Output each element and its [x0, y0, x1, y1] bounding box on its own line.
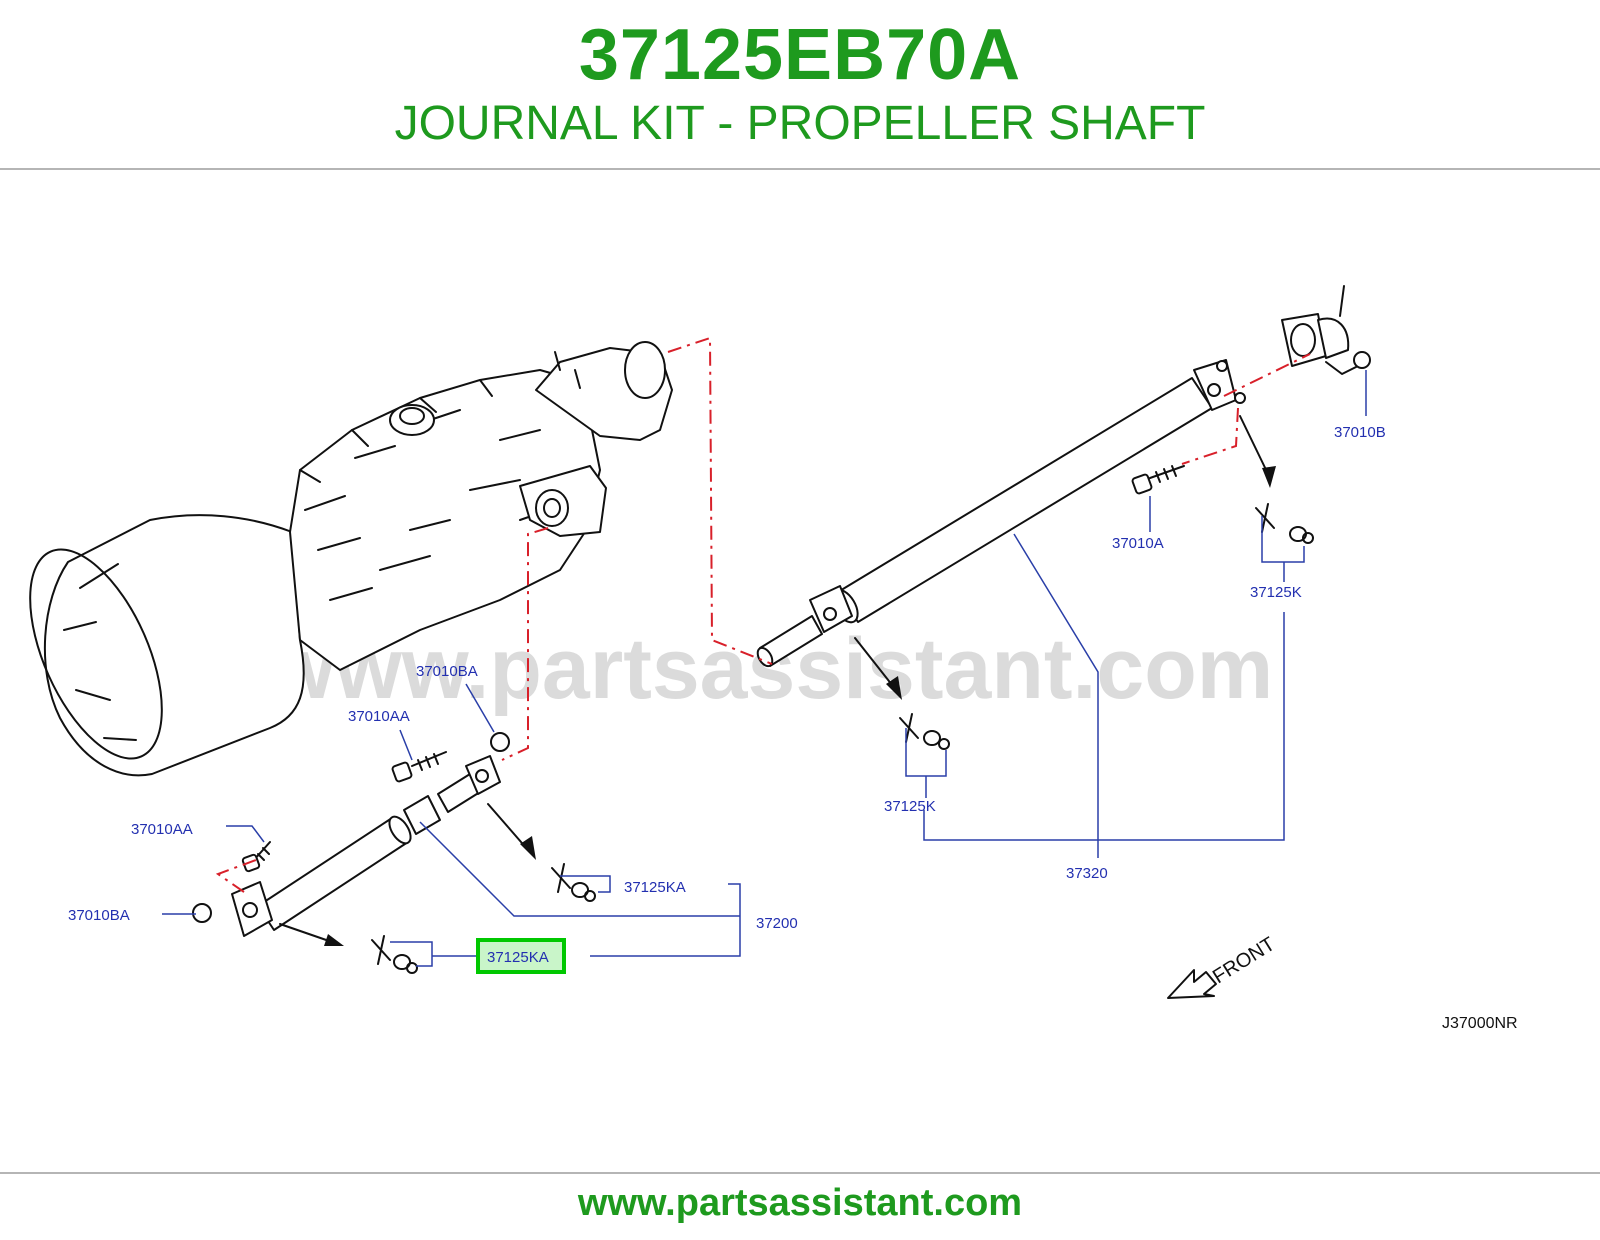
rear-propeller-shaft	[756, 359, 1246, 668]
part-description-title: JOURNAL KIT - PROPELLER SHAFT	[394, 97, 1206, 150]
transmission-illustration	[29, 341, 673, 777]
callout-37125K-right[interactable]: 37125K	[1250, 584, 1302, 601]
front-label: FRONT	[1209, 933, 1279, 988]
nut-37010BA-upper	[490, 732, 510, 752]
callout-37200[interactable]: 37200	[756, 915, 798, 932]
journal-kit-37125KA-upper	[551, 863, 596, 902]
callout-37010BA-upper[interactable]: 37010BA	[416, 663, 478, 680]
callout-37010B[interactable]: 37010B	[1334, 424, 1386, 441]
front-propeller-shaft	[231, 755, 501, 937]
diagram-code: J37000NR	[1442, 1015, 1518, 1032]
callout-37125KA-upper[interactable]: 37125KA	[624, 879, 686, 896]
parts-diagram: www.partsassistant.com	[29, 285, 1518, 1032]
journal-kit-37125K-right	[1255, 503, 1314, 544]
footer-divider	[0, 1172, 1600, 1174]
part-number-title: 37125EB70A	[578, 15, 1022, 95]
callout-37010BA-lower[interactable]: 37010BA	[68, 907, 130, 924]
callout-37010AA-lower[interactable]: 37010AA	[131, 821, 193, 838]
callout-37125KA-highlighted[interactable]: 37125KA	[487, 949, 549, 966]
front-direction-indicator: FRONT	[1167, 933, 1279, 999]
journal-kit-37125KA-lower	[371, 935, 418, 974]
rear-differential-flange	[1281, 285, 1371, 375]
footer-url[interactable]: www.partsassistant.com	[577, 1182, 1023, 1224]
bolt-37010AA-upper	[391, 751, 447, 783]
callout-37010A[interactable]: 37010A	[1112, 535, 1164, 552]
callout-37010AA-upper[interactable]: 37010AA	[348, 708, 410, 725]
page-header: 37125EB70A JOURNAL KIT - PROPELLER SHAFT	[0, 0, 1600, 170]
callout-37320[interactable]: 37320	[1066, 865, 1108, 882]
bolt-37010A	[1131, 465, 1185, 495]
leader-lines	[162, 370, 1367, 967]
watermark-text: www.partsassistant.com	[267, 621, 1273, 717]
header-divider	[0, 168, 1600, 170]
highlighted-part-box	[476, 938, 566, 974]
pointer-arrows	[279, 415, 1276, 946]
assembly-centerlines	[215, 336, 1311, 893]
callout-37125K-mid[interactable]: 37125K	[884, 798, 936, 815]
journal-kit-37125K-mid	[899, 713, 950, 750]
nut-37010BA-lower	[192, 903, 212, 923]
bolt-37010AA-lower	[241, 841, 271, 873]
